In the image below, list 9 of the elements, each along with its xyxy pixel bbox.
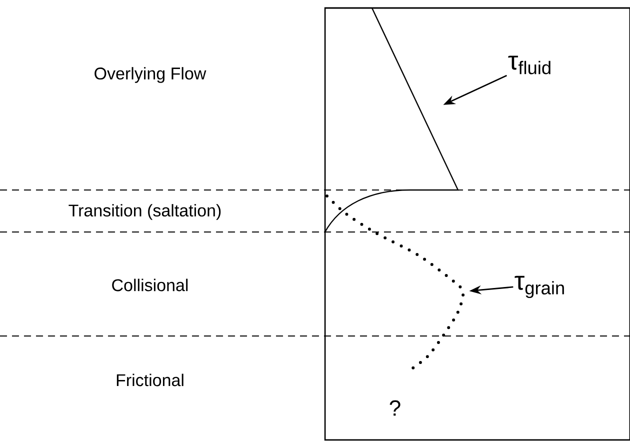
stress-line [324,8,459,232]
dotted-stress-curve [326,194,465,372]
question-mark: ? [390,400,400,416]
zone-label: Collisional [112,278,188,292]
zone-label: Frictional [116,374,184,386]
stress-symbol: τ$_{grain}$ [514,276,564,298]
zone-label: Transition (saltation) [68,204,221,220]
stress-symbol: τ$_{fluid}$ [508,56,550,74]
zone-label: Overlying Flow [94,67,206,83]
